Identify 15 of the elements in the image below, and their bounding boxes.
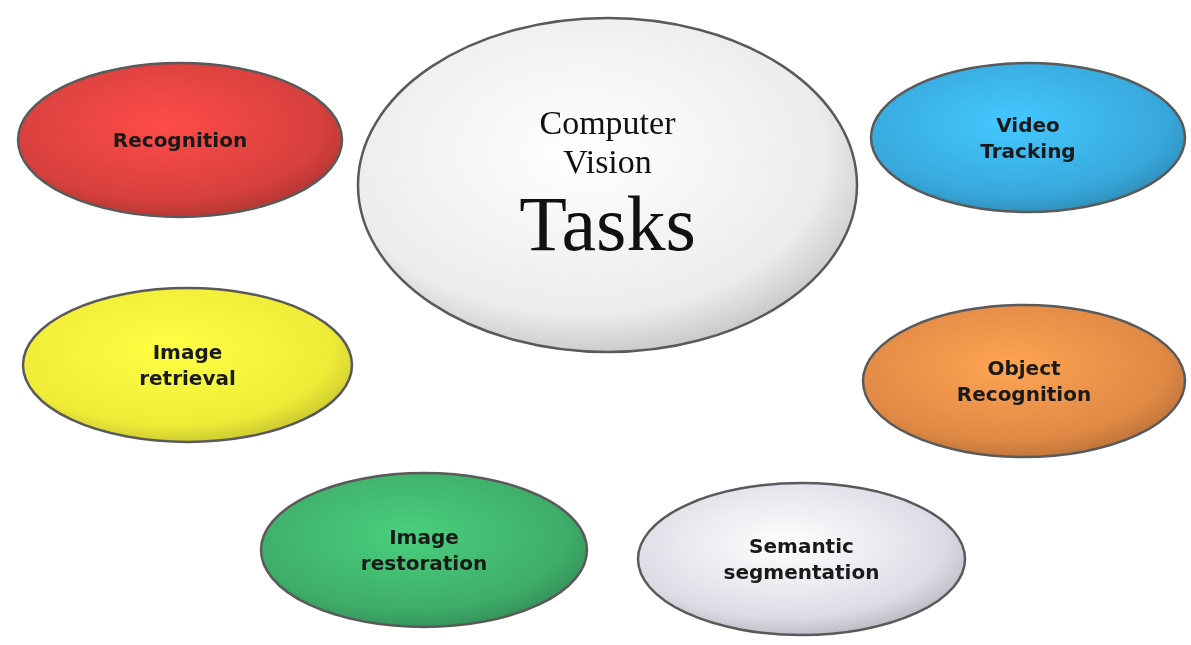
task-ellipse	[868, 60, 1188, 215]
task-ellipse	[860, 302, 1188, 460]
task-label: Image restoration	[359, 524, 489, 576]
task-ellipse	[20, 285, 355, 445]
task-ellipse	[258, 470, 590, 630]
task-ellipse	[355, 15, 860, 355]
task-label: Video Tracking	[979, 111, 1077, 164]
task-label: Semantic segmentation	[722, 533, 881, 585]
task-label: Object Recognition	[955, 355, 1093, 407]
node-label: Tasks	[519, 181, 696, 267]
task-label: Recognition	[112, 127, 248, 153]
task-ellipse	[15, 60, 345, 220]
task-ellipse	[635, 480, 968, 638]
task-label: Image retrieval	[138, 339, 237, 391]
node-heading: Computer Vision	[538, 103, 677, 182]
